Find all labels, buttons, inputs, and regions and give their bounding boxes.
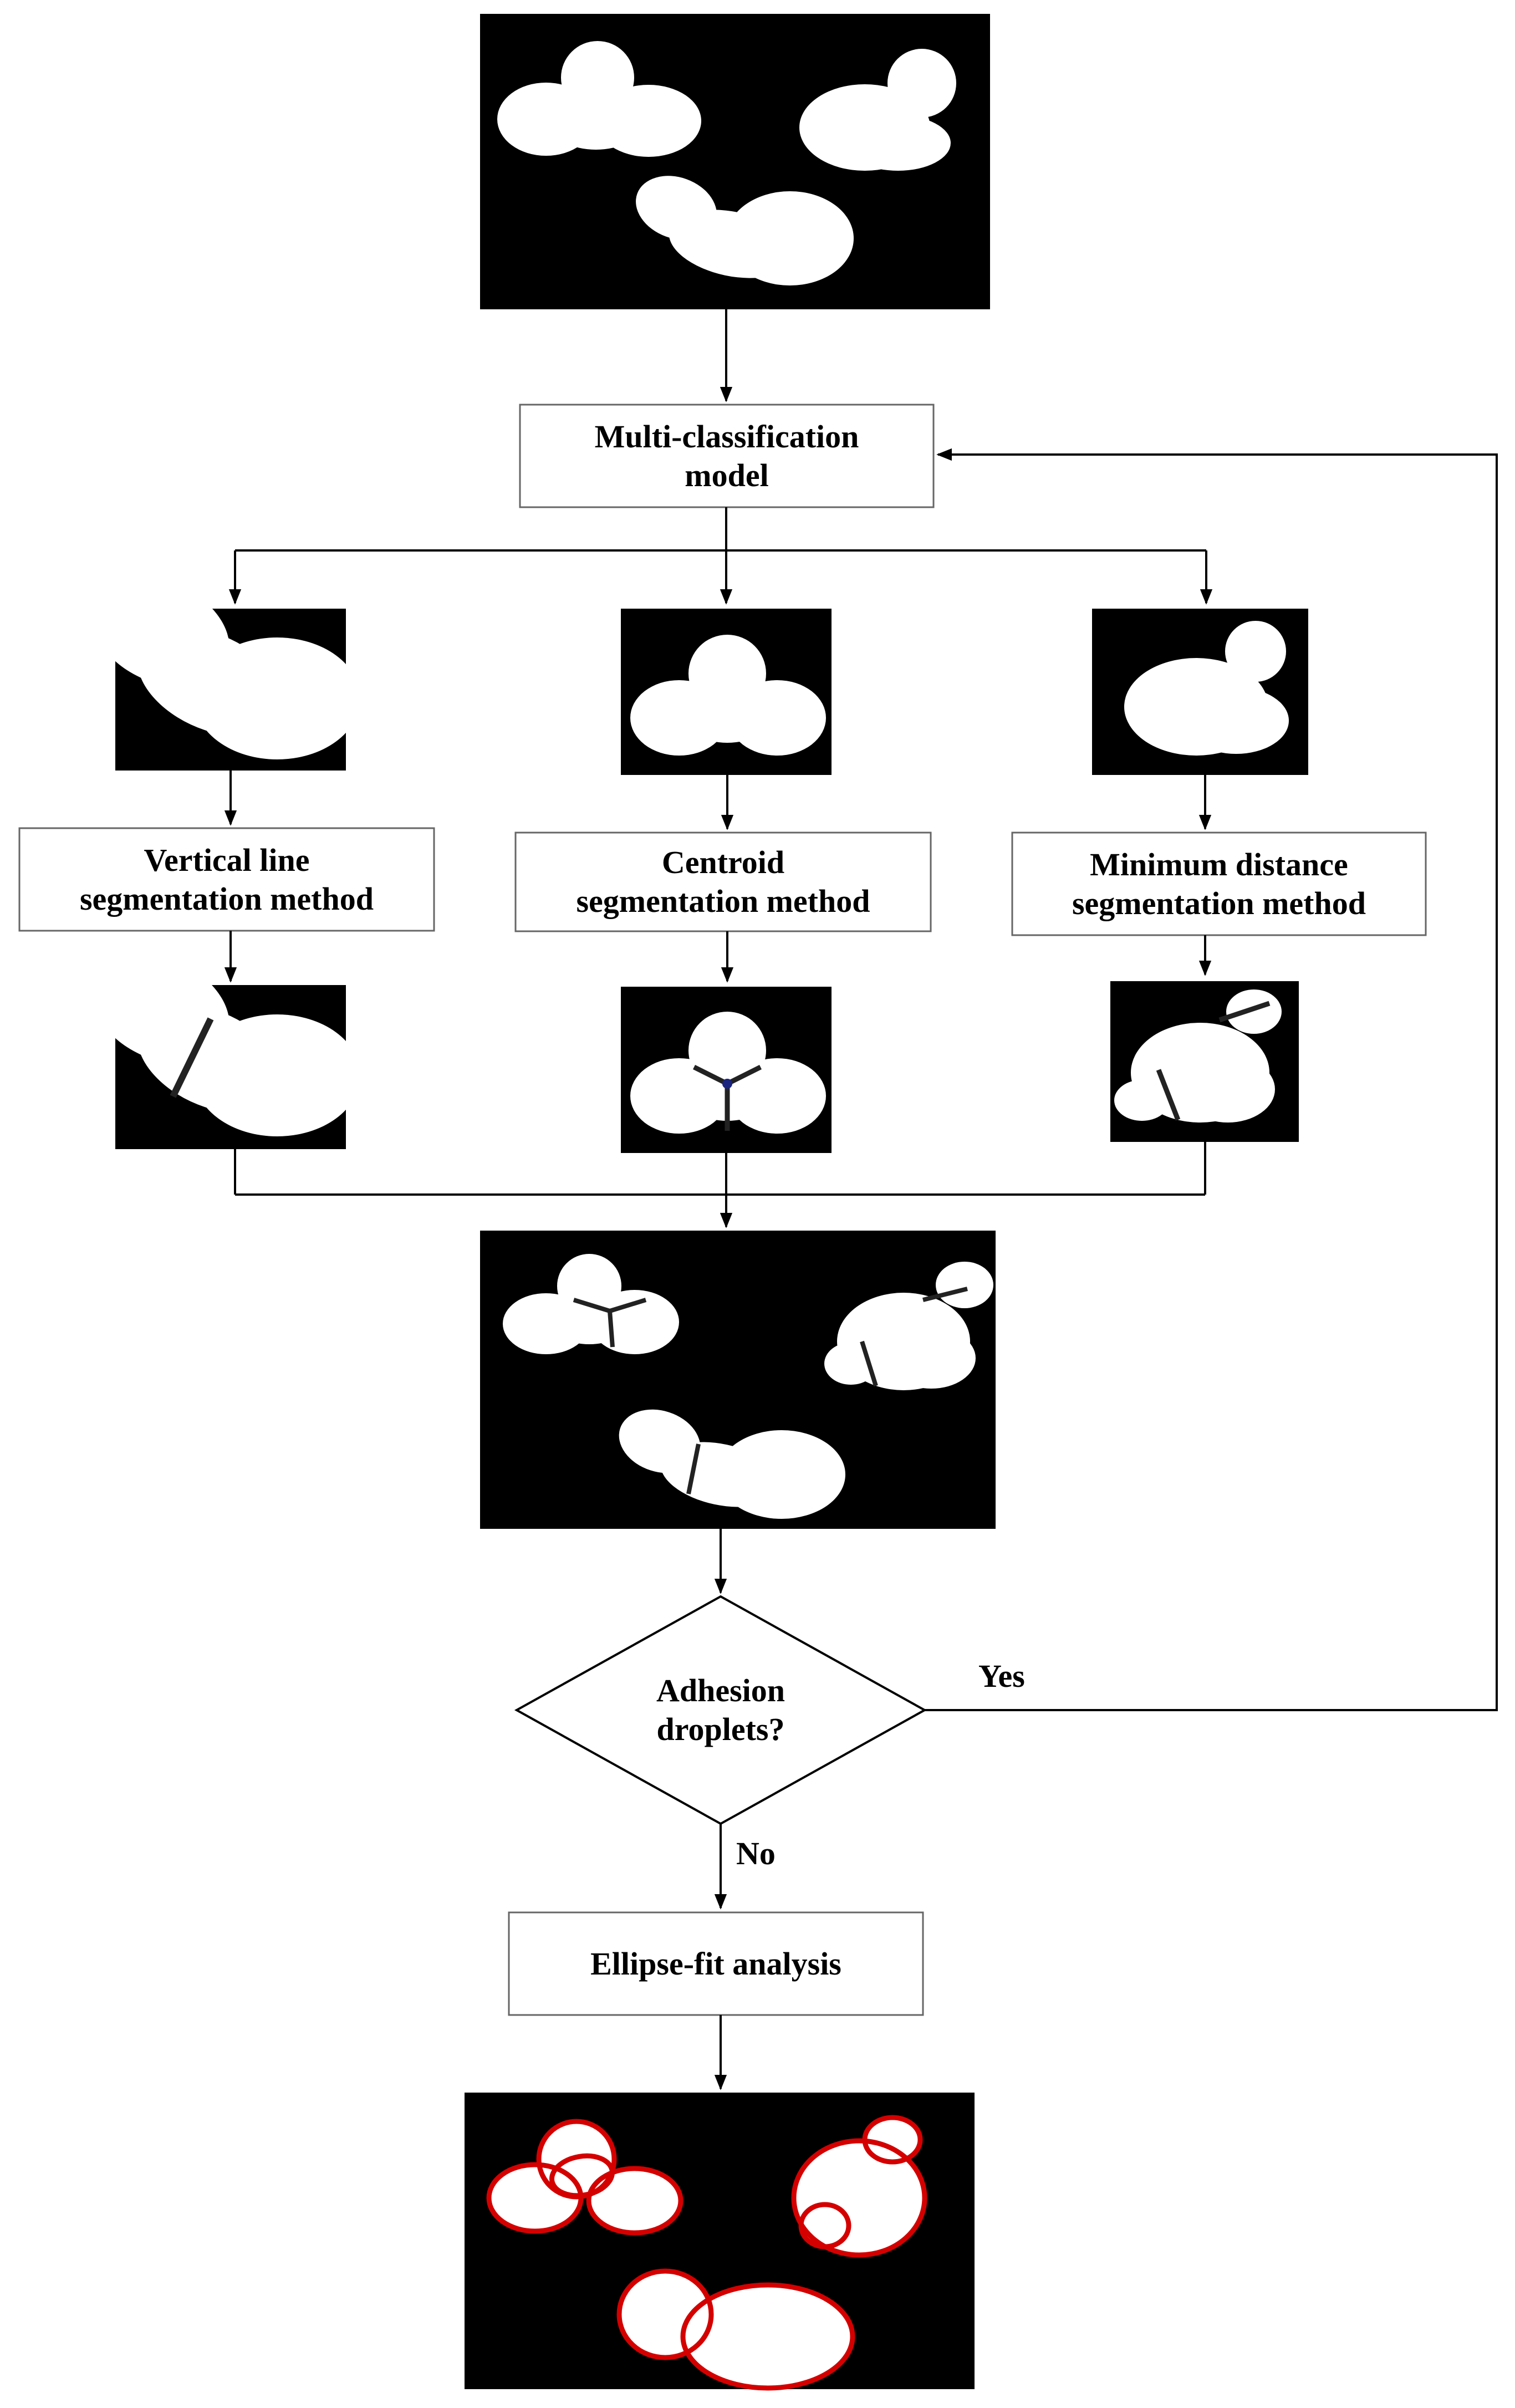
min-distance-method-box: Minimum distance segmentation method <box>1012 833 1426 935</box>
input-image <box>480 14 990 309</box>
model-box-frame <box>519 404 935 508</box>
segmented-result <box>480 1231 996 1529</box>
centroid-method-frame <box>514 831 932 932</box>
vertical-method-line1: Vertical line <box>144 841 310 878</box>
segmented-elongated <box>115 985 346 1149</box>
analysis-box-frame <box>508 1911 924 2016</box>
centroid-method-line2: segmentation method <box>576 883 870 919</box>
vertical-method-frame <box>18 827 435 932</box>
min-distance-method-line2: segmentation method <box>1072 885 1366 921</box>
segmented-trilobe <box>621 987 832 1153</box>
droplet-trilobe <box>497 41 701 157</box>
model-box-line2: model <box>685 457 769 493</box>
segmented-right <box>1110 981 1299 1142</box>
ellipse-fit-analysis-box: Ellipse-fit analysis <box>509 1912 923 2015</box>
classified-elongated <box>115 609 346 771</box>
min-distance-method-frame <box>1011 831 1427 936</box>
decision-line1: Adhesion <box>656 1672 785 1708</box>
centroid-method-box: Centroid segmentation method <box>516 833 931 931</box>
decision-line2: droplets? <box>656 1711 785 1747</box>
centroid-marker <box>722 1079 732 1089</box>
model-box: Multi-classification model <box>520 405 934 507</box>
ellipse-fit-result <box>465 2093 975 2391</box>
droplet-right <box>799 49 956 171</box>
model-box-line1: Multi-classification <box>594 418 859 455</box>
droplet-elongated <box>636 176 854 285</box>
decision-box: Adhesion droplets? <box>582 1641 859 1779</box>
yes-label: Yes <box>978 1658 1025 1694</box>
analysis-box-label: Ellipse-fit analysis <box>590 1945 841 1982</box>
fitted-ellipses <box>486 2115 927 2391</box>
input-droplets <box>497 41 956 285</box>
classified-right <box>1092 609 1308 775</box>
centroid-method-line1: Centroid <box>661 844 785 880</box>
vertical-line-method-box: Vertical line segmentation method <box>19 828 434 931</box>
no-label: No <box>736 1835 776 1871</box>
vertical-method-line2: segmentation method <box>79 880 374 917</box>
classified-trilobe <box>621 609 832 775</box>
min-distance-method-line1: Minimum distance <box>1090 846 1348 882</box>
